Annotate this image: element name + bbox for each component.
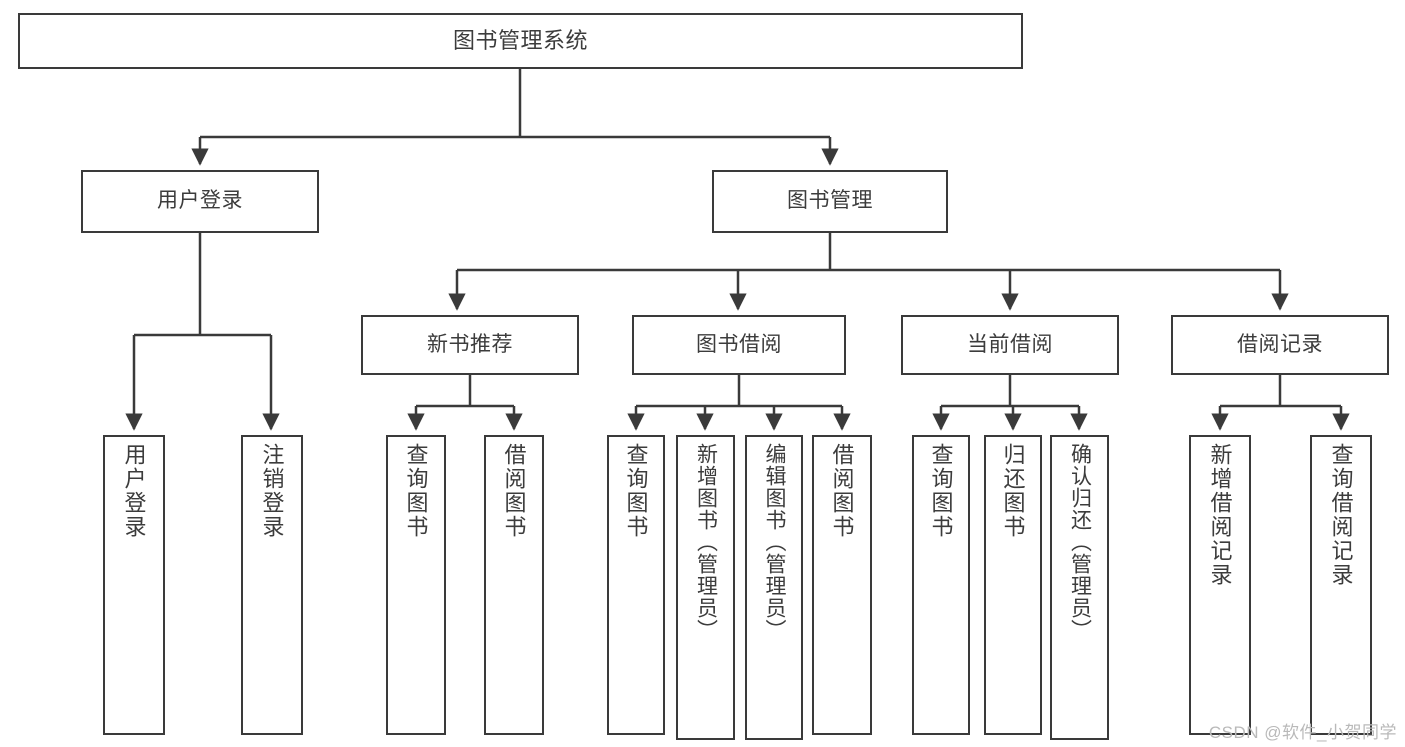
node-leaf-7[interactable]: 借阅图书	[812, 435, 872, 735]
node-branch-0[interactable]: 用户登录	[81, 170, 319, 233]
node-leaf-5[interactable]: 新增图书（管理员）	[676, 435, 735, 740]
node-branch-1[interactable]: 图书管理	[712, 170, 948, 233]
node-leaf-0-label: 用户登录	[121, 443, 147, 539]
node-leaf-5-label: 新增图书（管理员）	[694, 443, 718, 641]
node-category-2-label: 当前借阅	[967, 332, 1053, 356]
node-root-label: 图书管理系统	[452, 28, 588, 54]
node-leaf-4[interactable]: 查询图书	[607, 435, 665, 735]
node-leaf-3-label: 借阅图书	[501, 443, 527, 539]
node-leaf-11[interactable]: 新增借阅记录	[1189, 435, 1251, 735]
node-leaf-11-label: 新增借阅记录	[1207, 443, 1233, 587]
node-leaf-8-label: 查询图书	[928, 443, 954, 539]
node-leaf-9[interactable]: 归还图书	[984, 435, 1042, 735]
node-leaf-1[interactable]: 注销登录	[241, 435, 303, 735]
node-category-2[interactable]: 当前借阅	[901, 315, 1119, 375]
node-leaf-4-label: 查询图书	[623, 443, 649, 539]
node-leaf-12[interactable]: 查询借阅记录	[1310, 435, 1372, 735]
node-leaf-8[interactable]: 查询图书	[912, 435, 970, 735]
node-branch-1-label: 图书管理	[787, 189, 873, 213]
node-leaf-10[interactable]: 确认归还（管理员）	[1050, 435, 1109, 740]
node-leaf-7-label: 借阅图书	[829, 443, 855, 539]
node-root[interactable]: 图书管理系统	[18, 13, 1023, 69]
node-leaf-6[interactable]: 编辑图书（管理员）	[745, 435, 803, 740]
node-category-0[interactable]: 新书推荐	[361, 315, 579, 375]
node-leaf-10-label: 确认归还（管理员）	[1068, 443, 1092, 641]
node-leaf-1-label: 注销登录	[259, 443, 285, 539]
node-leaf-6-label: 编辑图书（管理员）	[763, 443, 787, 641]
node-category-1-label: 图书借阅	[696, 332, 782, 356]
watermark-text: CSDN @软件_小贺同学	[1208, 723, 1397, 742]
node-leaf-12-label: 查询借阅记录	[1328, 443, 1354, 587]
node-category-0-label: 新书推荐	[427, 332, 513, 356]
node-category-1[interactable]: 图书借阅	[632, 315, 846, 375]
node-leaf-0[interactable]: 用户登录	[103, 435, 165, 735]
node-category-3[interactable]: 借阅记录	[1171, 315, 1389, 375]
node-category-3-label: 借阅记录	[1237, 332, 1323, 356]
node-branch-0-label: 用户登录	[157, 189, 243, 213]
node-leaf-9-label: 归还图书	[1000, 443, 1026, 539]
node-leaf-2-label: 查询图书	[403, 443, 429, 539]
node-leaf-3[interactable]: 借阅图书	[484, 435, 544, 735]
node-leaf-2[interactable]: 查询图书	[386, 435, 446, 735]
